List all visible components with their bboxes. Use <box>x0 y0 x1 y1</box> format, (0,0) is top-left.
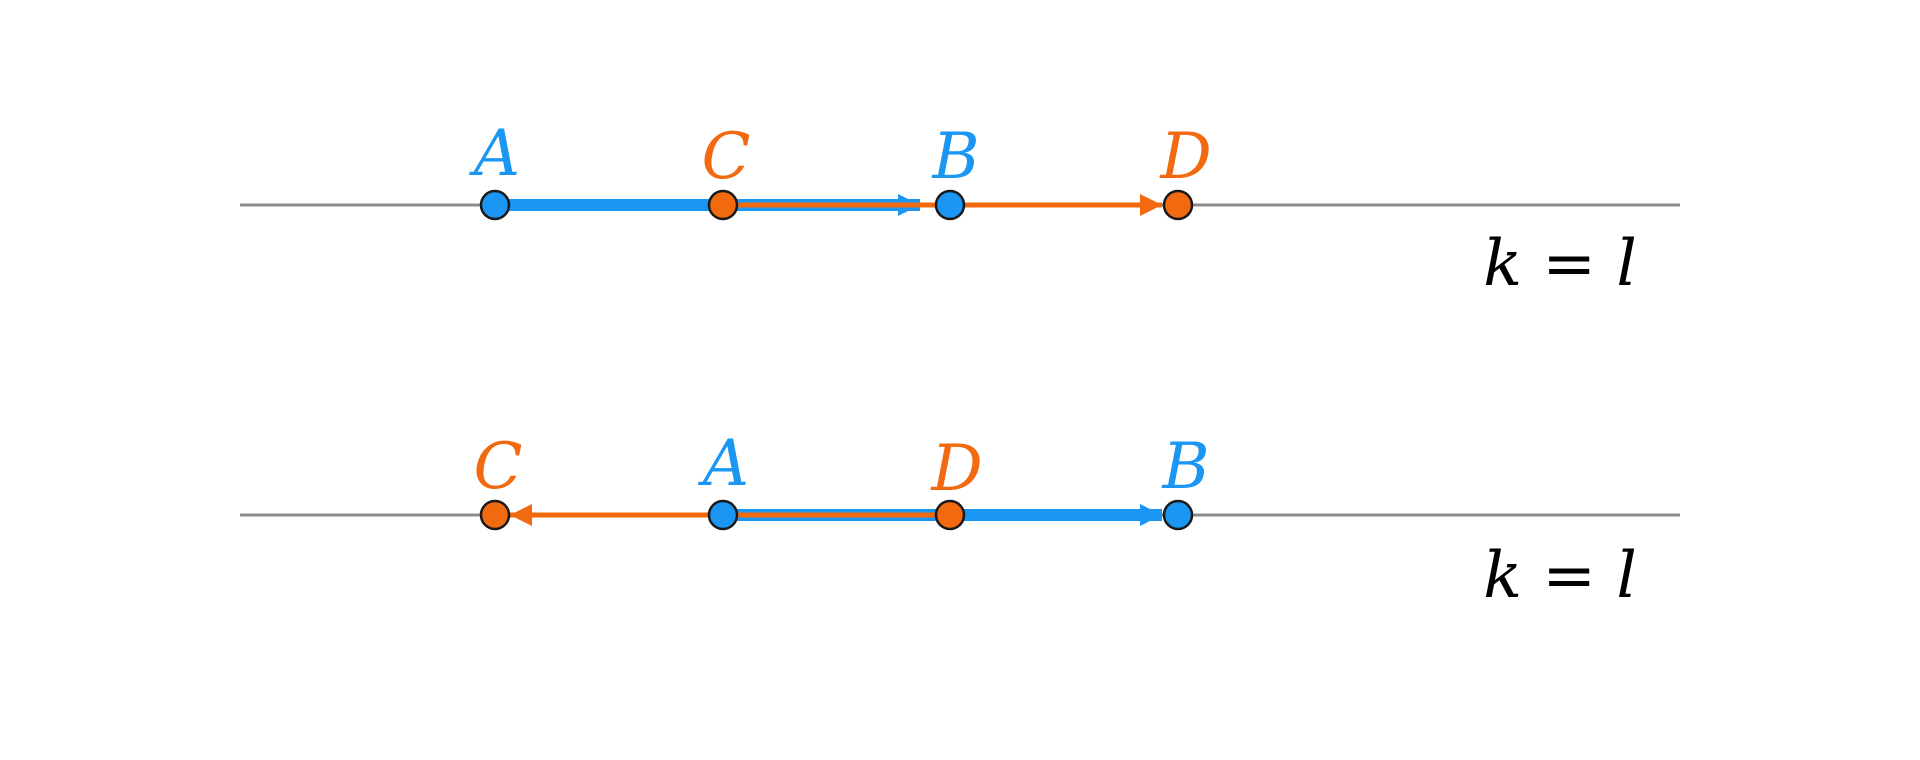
row-2-label-c: C <box>474 430 523 504</box>
row-1-point-c <box>707 189 739 221</box>
row-1-label-a: A <box>469 117 520 191</box>
row-2-point-c <box>479 499 511 531</box>
row-1-point-d <box>1162 189 1194 221</box>
row-1-line-label: k = l <box>1483 227 1637 301</box>
row-2-point-a <box>707 499 739 531</box>
row-1-label-c: C <box>702 120 751 194</box>
row-2-label-a: A <box>698 427 749 501</box>
row-2-label-b: B <box>1161 430 1209 504</box>
row-1-label-d: D <box>1159 120 1211 194</box>
row-2: C A D B k = l <box>240 427 1680 613</box>
row-2-point-b <box>1162 499 1194 531</box>
row-1-label-b: B <box>931 120 979 194</box>
row-1-point-b <box>934 189 966 221</box>
row-2-point-d <box>934 499 966 531</box>
row-1-point-a <box>479 189 511 221</box>
row-2-label-d: D <box>930 432 982 506</box>
row-2-line-label: k = l <box>1483 539 1637 613</box>
row-1: A C B D k = l <box>240 117 1680 301</box>
